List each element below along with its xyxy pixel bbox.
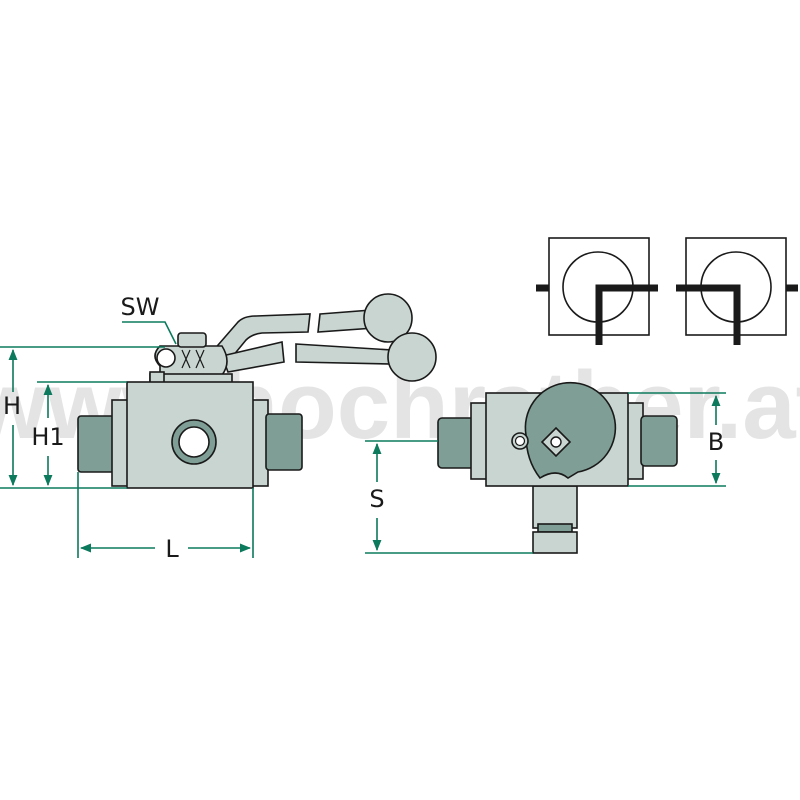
lever-handle-open — [210, 293, 413, 364]
right-fitting-top — [640, 415, 678, 467]
dimension-lines-top — [365, 392, 726, 554]
stem-extension — [532, 485, 578, 529]
label-b: B — [708, 428, 724, 456]
label-h1: H1 — [31, 423, 64, 451]
left-fitting-top — [437, 417, 475, 469]
side-view-valve — [77, 293, 437, 489]
right-fitting — [265, 413, 303, 471]
label-h: H — [3, 392, 21, 420]
label-sw: SW — [121, 293, 160, 321]
stem-nut — [177, 332, 207, 348]
left-fitting — [77, 415, 115, 473]
left-hex-nut — [111, 399, 129, 487]
left-hex-nut-top — [470, 402, 488, 480]
lever-handle-closed — [220, 332, 437, 382]
handle-hub — [524, 381, 617, 480]
top-view-valve — [437, 381, 678, 554]
stem-cap — [532, 531, 578, 554]
stop-pin-ring — [156, 348, 176, 368]
flow-symbol-position-1 — [536, 237, 658, 345]
label-s: S — [369, 485, 384, 513]
dimension-lines-side — [0, 321, 254, 558]
label-l: L — [165, 535, 179, 563]
flow-symbol-position-2 — [676, 237, 798, 345]
